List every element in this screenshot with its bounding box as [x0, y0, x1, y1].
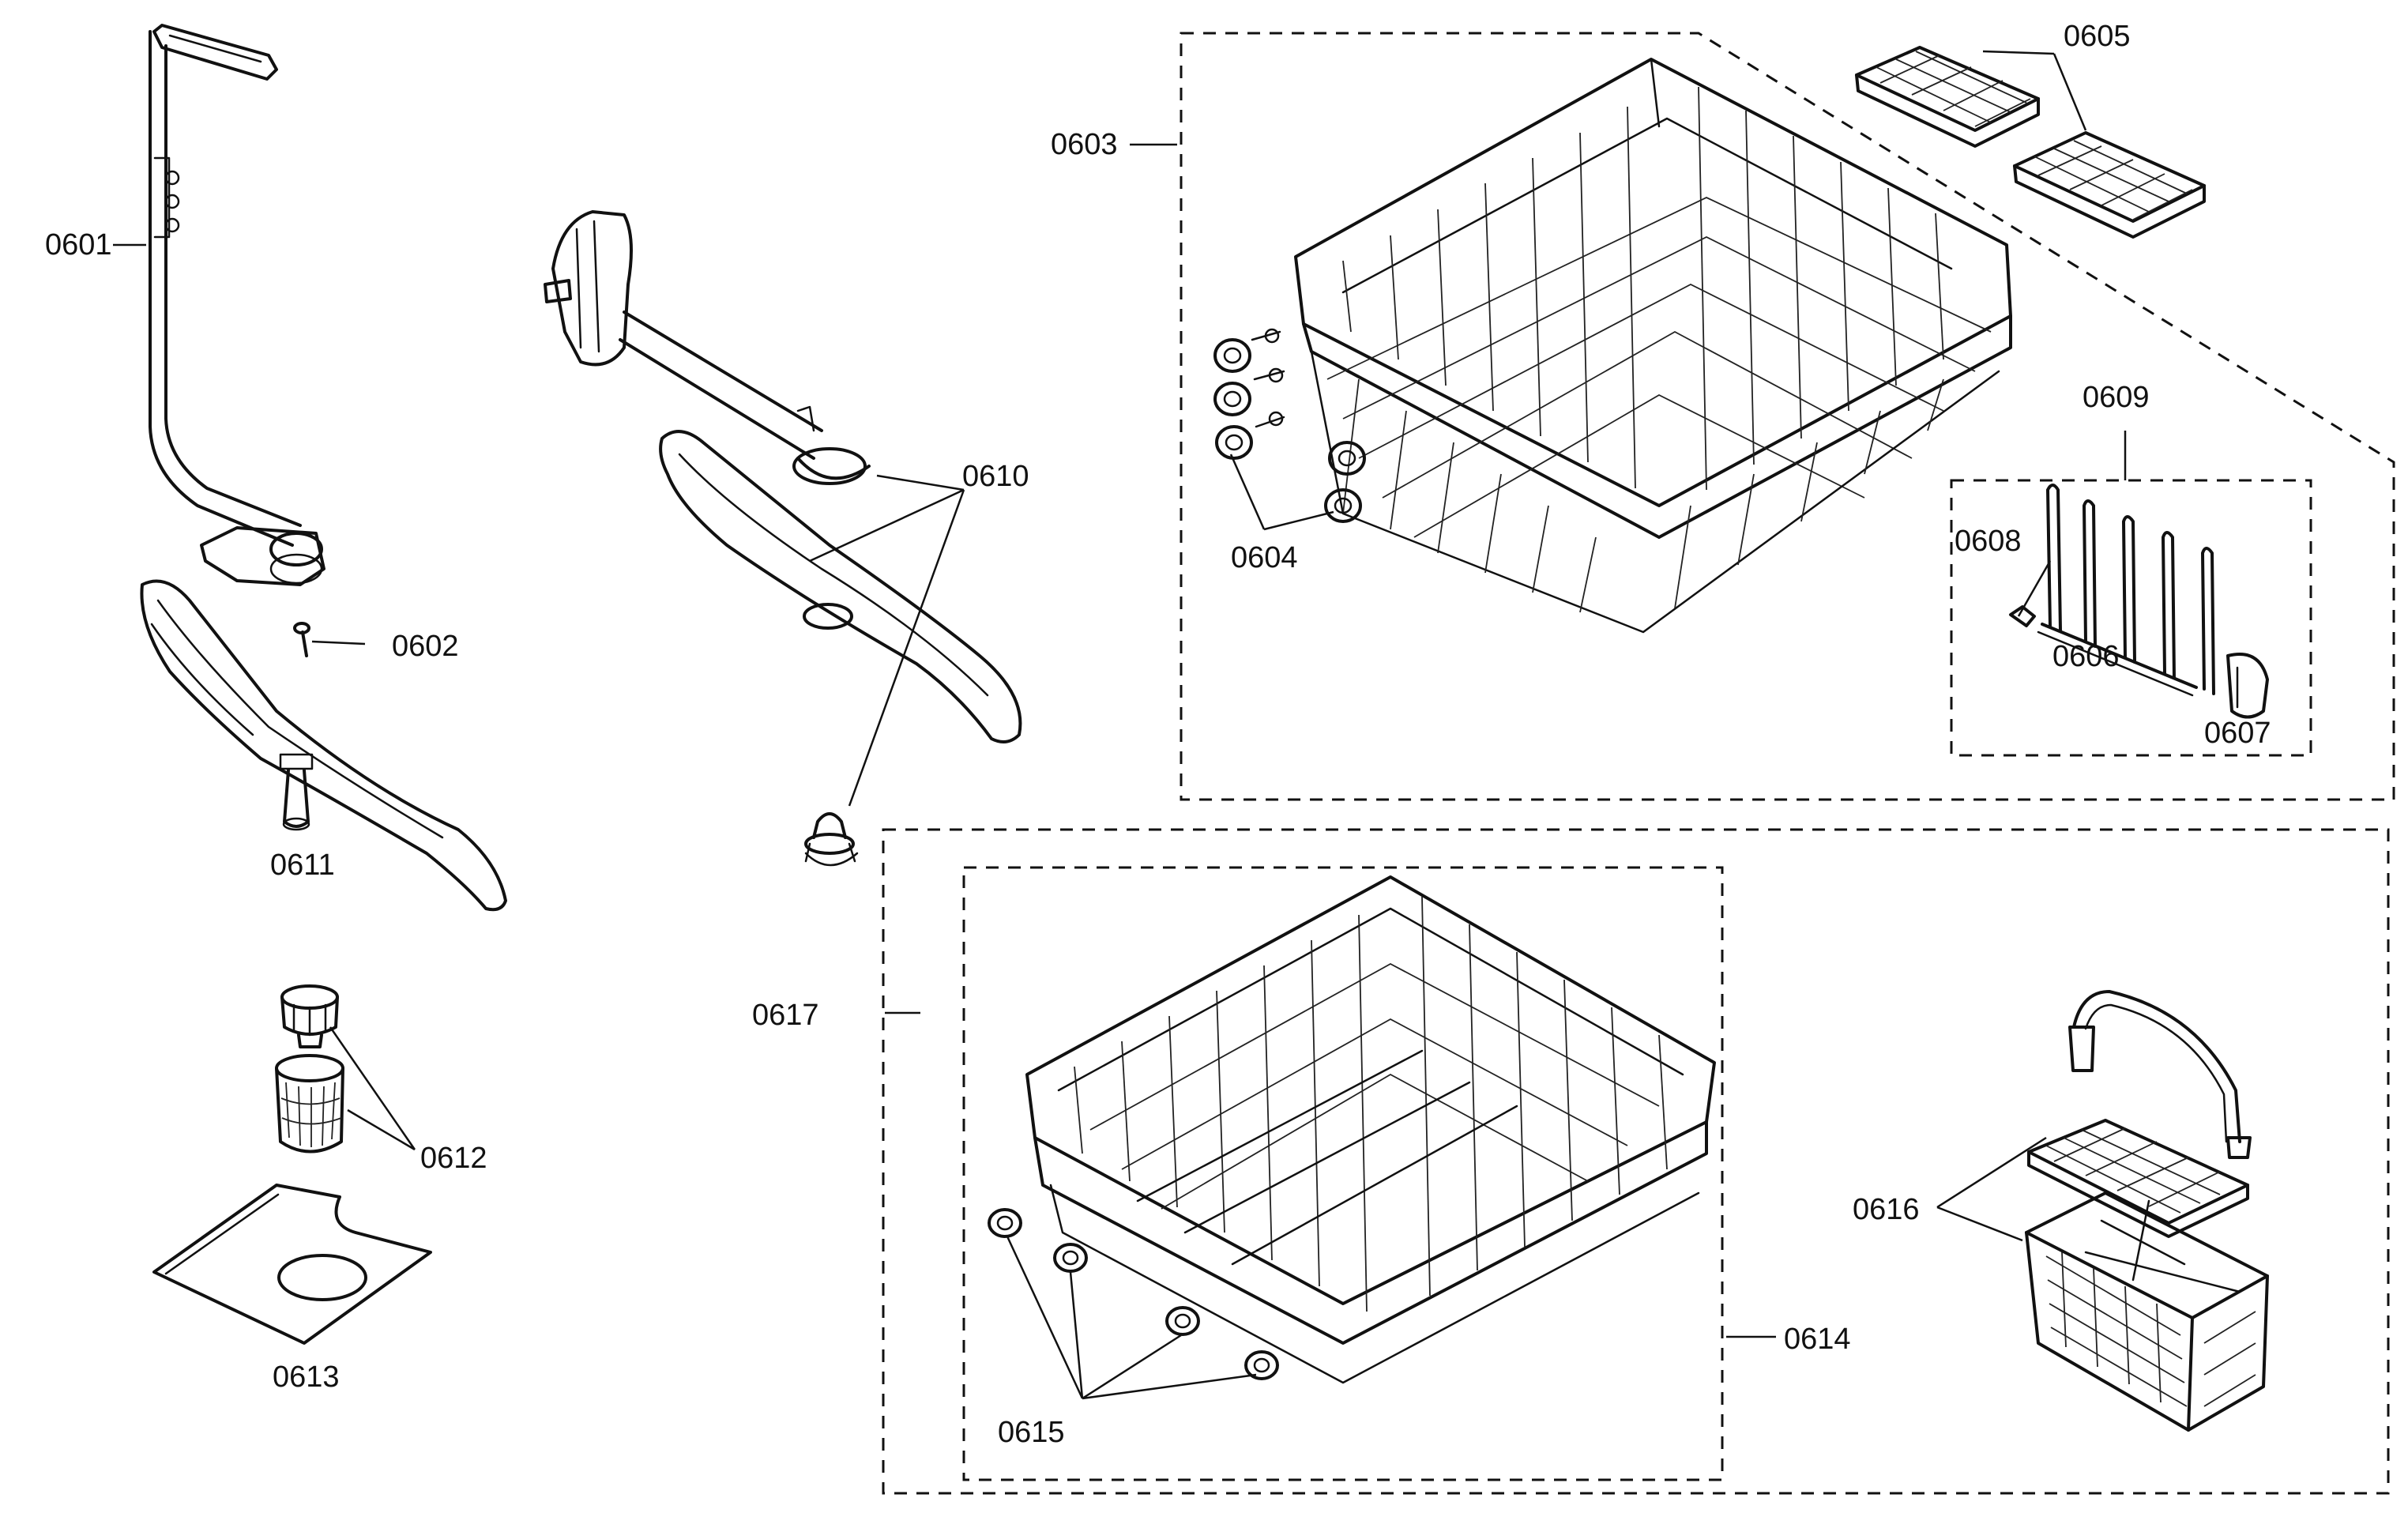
- label-0608: 0608: [1955, 525, 2022, 558]
- label-0611: 0611: [270, 849, 335, 882]
- middle-spray-arm-drawing: [544, 210, 1022, 867]
- cover-plate-drawing: [152, 1184, 432, 1345]
- cup-shelf-drawing: [2009, 484, 2269, 719]
- label-0603: 0603: [1051, 128, 1118, 161]
- label-0607: 0607: [2204, 717, 2271, 750]
- lower-rack-outer-outline: [882, 828, 2390, 1495]
- accessory-group-outline: [1950, 479, 2312, 757]
- upper-rack-drawing: [1294, 58, 2012, 634]
- mesh-covers-drawing: [1855, 46, 2206, 239]
- label-0612: 0612: [420, 1142, 487, 1175]
- upper-rack-group-outline: [1180, 32, 2395, 801]
- rack-wheels-drawing: [1213, 328, 1366, 523]
- screw-drawing: [293, 622, 310, 657]
- label-0615: 0615: [998, 1416, 1065, 1449]
- label-0614: 0614: [1784, 1323, 1851, 1356]
- lower-rack-drawing: [1025, 875, 1716, 1384]
- label-0604: 0604: [1231, 541, 1298, 574]
- label-0610: 0610: [962, 460, 1029, 493]
- cutlery-basket-drawing: [2025, 990, 2269, 1432]
- leader-lines: [113, 50, 2127, 1400]
- lower-rack-wheels-drawing: [988, 1208, 1279, 1380]
- filter-drawing: [275, 984, 344, 1154]
- label-0616: 0616: [1853, 1193, 1920, 1226]
- label-0609: 0609: [2083, 381, 2150, 414]
- label-0606: 0606: [2052, 640, 2120, 673]
- label-0602: 0602: [392, 630, 459, 663]
- label-0617: 0617: [752, 999, 819, 1032]
- label-0613: 0613: [273, 1361, 340, 1394]
- label-0601: 0601: [45, 228, 112, 262]
- upper-spray-pipe-drawing: [149, 24, 325, 586]
- label-0605: 0605: [2064, 20, 2131, 53]
- lower-rack-inner-outline: [962, 866, 1724, 1481]
- lower-spray-arm-drawing: [140, 579, 507, 912]
